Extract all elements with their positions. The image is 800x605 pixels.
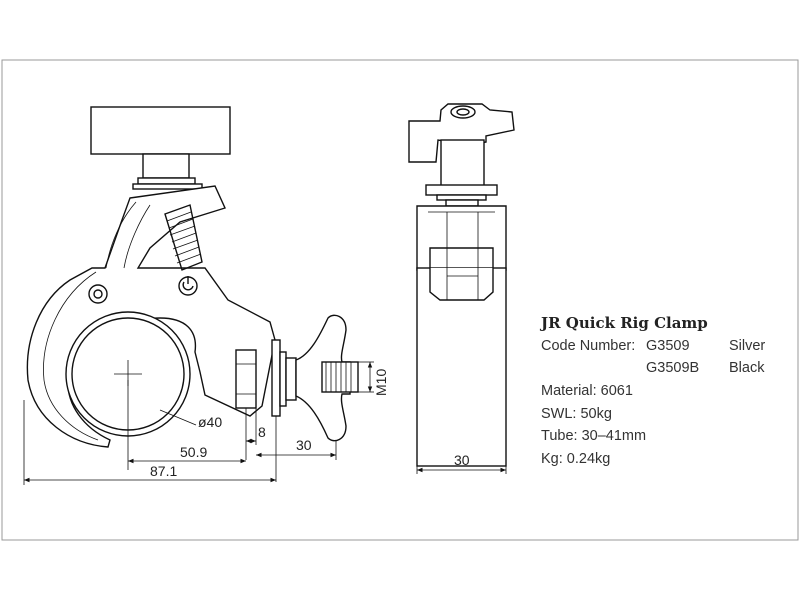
color-1: Silver	[729, 338, 765, 354]
t-handle	[90, 106, 231, 190]
color-2: Black	[729, 360, 765, 376]
bolt-length-label: 30	[296, 437, 312, 453]
side-handle	[408, 103, 515, 163]
product-title: JR Quick Rig Clamp	[539, 314, 708, 332]
drawing-frame	[1, 59, 799, 541]
overall-length-label: 87.1	[150, 463, 177, 479]
side-view: 30	[408, 103, 515, 474]
side-width-label: 30	[454, 452, 470, 468]
tube-range-text: Tube: 30–41mm	[541, 428, 646, 444]
code-number-1: G3509	[646, 338, 690, 354]
diameter-leader	[159, 409, 197, 426]
swl-text: SWL: 50kg	[541, 406, 612, 422]
code-number-label: Code Number:	[541, 338, 635, 354]
material-text: Material: 6061	[541, 383, 633, 399]
center-to-nut-label: 50.9	[180, 444, 207, 460]
weight-text: Kg: 0.24kg	[541, 451, 610, 467]
washers	[271, 339, 297, 417]
tube-diameter-label: ø40	[198, 414, 222, 430]
bolt-thread	[321, 361, 359, 393]
thread-size-label: M10	[373, 369, 389, 396]
hex-nut	[235, 349, 257, 409]
lock-pin	[178, 276, 198, 296]
side-clamp-body	[416, 267, 507, 467]
code-number-2: G3509B	[646, 360, 699, 376]
spec-block: JR Quick Rig Clamp Code Number: G3509 Si…	[539, 314, 765, 467]
clamp-screw	[164, 204, 203, 271]
side-neck	[440, 139, 485, 187]
pivot-pin	[88, 284, 108, 304]
hex-width-label: 8	[258, 424, 266, 440]
front-view: ø40 M10 8 30 50.9 87.1	[23, 106, 389, 485]
